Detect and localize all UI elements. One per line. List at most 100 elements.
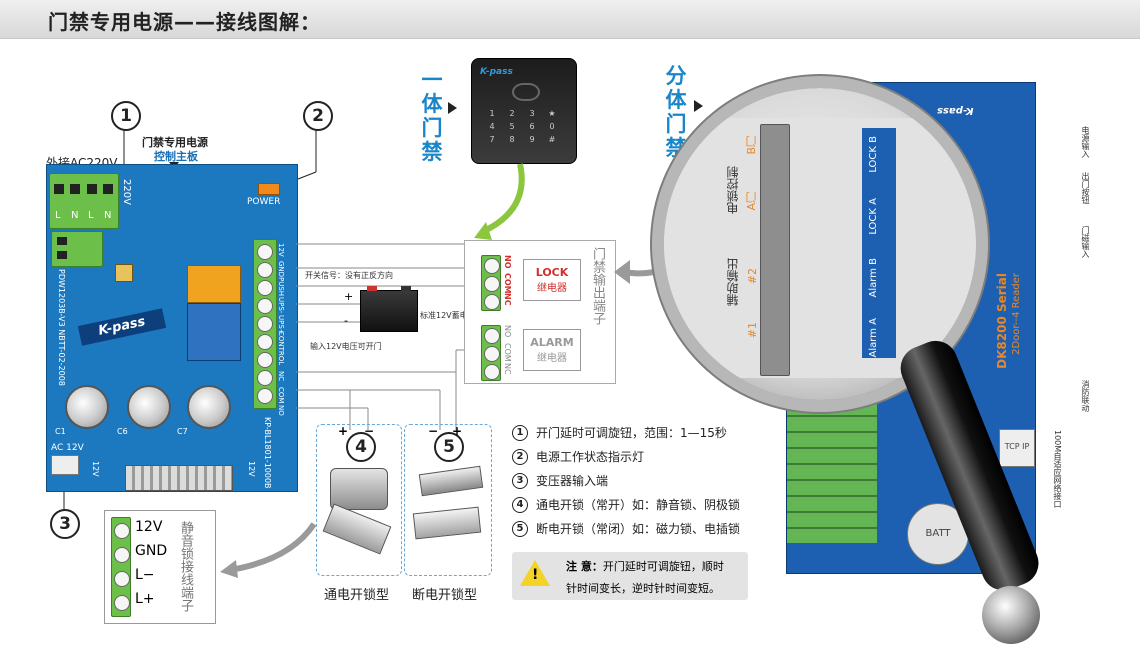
alarm-pin-nc: NC <box>503 363 512 375</box>
group1-minus: − <box>364 424 375 438</box>
ac-pin-l1: L <box>55 210 61 221</box>
group2-minus: − <box>428 424 439 438</box>
output-terminal-label: 门禁输出端子 <box>590 247 605 325</box>
ac-screw-1 <box>54 184 64 194</box>
relay-orange <box>187 265 241 303</box>
split-side-exit: 出门按钮 <box>1081 172 1090 204</box>
pin-gnd: GND <box>277 261 285 278</box>
integrated-arrow-icon <box>448 102 457 114</box>
note-line-2: 针时间变长，逆时针时间变短。 <box>566 582 720 595</box>
lock-pin-no: NO <box>503 255 512 269</box>
magnifier-handle-cap <box>982 586 1040 644</box>
callout-4: 4 <box>346 432 376 462</box>
control-annotation: 输入12V电压可开门 <box>310 342 382 351</box>
capacitor-c1 <box>65 385 109 429</box>
magnified-terminal-strip <box>760 124 790 376</box>
pin-nc: NC <box>277 371 285 382</box>
mag-door-b: B门 <box>745 136 758 155</box>
mag-ch1: #1 <box>746 322 759 339</box>
pin-12v: 12V <box>277 243 285 257</box>
lock-group-1-box <box>316 424 402 576</box>
board-title: 门禁专用电源 <box>142 136 208 149</box>
ac12-label: AC 12V <box>51 443 84 453</box>
capacitor-c6 <box>127 385 171 429</box>
split-series: DK8200 Serial <box>995 273 1009 369</box>
mag-lock-control: 电锁控制 <box>726 166 740 214</box>
lock-terminal-strip <box>111 517 131 617</box>
split-side-sensor: 门磁输入 <box>1081 226 1090 258</box>
mag-alarm-b: Alarm B <box>868 258 879 298</box>
cap-label-c1: C1 <box>55 427 66 436</box>
lock-pin-l-plus: L+ <box>135 591 155 607</box>
relay-blue <box>187 303 241 361</box>
pin-no: NO <box>277 405 285 416</box>
ac-pin-l2: L <box>88 210 94 221</box>
curved-arrow-keypad <box>474 163 525 240</box>
tcp-port: TCP IP <box>999 429 1035 467</box>
lock-relay-terminal <box>481 255 501 311</box>
lock-pin-com: COM <box>503 273 512 294</box>
ac-terminal-block: L N L N <box>49 173 119 229</box>
note-line-1: 注 意：开门延时可调旋钮，顺时 <box>566 560 724 573</box>
split-brand: K-pass <box>937 105 974 116</box>
note-box: ! 注 意：开门延时可调旋钮，顺时 针时间变长，逆时针时间变短。 <box>512 552 748 600</box>
lock-pin-12v: 12V <box>135 519 163 535</box>
ac-voltage-label: 220V <box>121 179 132 205</box>
rfid-icon <box>512 83 540 101</box>
part-number: KP-BL1801-1000B <box>263 417 272 489</box>
delay-knob <box>115 264 133 282</box>
warning-icon <box>520 560 550 586</box>
lock-pin-gnd: GND <box>135 543 168 559</box>
mag-lock-b: LOCK B <box>868 136 879 173</box>
battery-annotation: 标准12V蓄电池 <box>420 311 476 320</box>
callout-2: 2 <box>303 101 333 131</box>
split-arrow-icon <box>694 100 703 112</box>
battery-minus: - <box>344 314 348 327</box>
keypad-brand: K-pass <box>480 67 513 77</box>
mag-door-a: A门 <box>745 192 758 211</box>
page-header: 门禁专用电源——接线图解： <box>0 0 1140 39</box>
cap-label-c7: C7 <box>177 427 188 436</box>
mag-aux-output: 辅助输出 <box>726 258 740 306</box>
ac-pin-n2: N <box>104 210 112 221</box>
v12-label-left: 12V <box>91 461 100 477</box>
split-side-power: 电源输入 <box>1081 126 1090 158</box>
pin-control: CONTROL <box>277 331 285 366</box>
alarm-relay-box: ALARM 继电器 <box>523 329 581 371</box>
mag-ch2: #2 <box>746 268 759 285</box>
curved-arrow-to-terminal <box>220 522 317 578</box>
ac12-connector <box>51 455 79 475</box>
battery-plus: + <box>344 290 354 303</box>
output-terminal-diagram: NO COM NC LOCK 继电器 NO COM NC ALARM 继电器 门… <box>464 240 616 384</box>
alarm-pin-com: COM <box>503 343 512 362</box>
group1-label: 通电开锁型 <box>324 588 390 603</box>
push-annotation: 开关信号：没有正反方向 <box>305 271 393 280</box>
pin-ups-minus: UPS- <box>277 297 285 314</box>
ac-screw-2 <box>70 184 80 194</box>
ac-pin-n1: N <box>71 210 79 221</box>
ac-screw-4 <box>103 184 113 194</box>
page-title: 门禁专用电源——接线图解： <box>48 10 321 34</box>
alarm-relay-terminal <box>481 325 501 381</box>
mag-alarm-a: Alarm A <box>868 318 879 358</box>
ac-screw-3 <box>87 184 97 194</box>
power-board: L N L N 220V POWER PDW1203B-V3 NBTT-02-2… <box>46 164 298 492</box>
split-side-fire: 消防联动 <box>1081 380 1090 412</box>
board-subtitle: 控制主板 <box>154 150 198 163</box>
alarm-pin-no: NO <box>503 325 512 338</box>
magnified-board-edge <box>862 128 896 358</box>
reader-terminals <box>787 383 877 543</box>
lock-pin-nc: NC <box>503 293 512 306</box>
callout-1: 1 <box>111 101 141 131</box>
callout-3: 3 <box>50 509 80 539</box>
group2-label: 断电开锁型 <box>412 588 478 603</box>
lock-pin-l-minus: L− <box>135 567 155 583</box>
v12-label-right: 12V <box>247 461 256 477</box>
group2-plus: + <box>452 424 463 438</box>
